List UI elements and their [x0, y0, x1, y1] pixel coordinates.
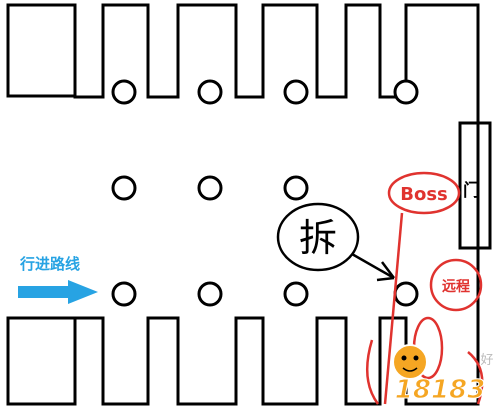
watermark-mascot-icon — [392, 344, 428, 380]
ranged-marker-circle — [429, 258, 483, 312]
left-wall-upper — [6, 90, 75, 98]
watermark-suffix: 好 — [480, 353, 493, 368]
demolish-circle — [276, 202, 360, 272]
pillar-icon — [283, 281, 309, 307]
pillar-icon — [111, 79, 137, 105]
left-wall-lower — [6, 316, 77, 406]
watermark-text: 18183 — [395, 375, 485, 405]
boss-path-line — [383, 212, 404, 405]
pillar-icon — [283, 79, 309, 105]
pillar-icon — [197, 79, 223, 105]
annotation-arrow-icon — [351, 252, 395, 282]
route-label: 行进路线 — [19, 255, 80, 273]
pillar-icon — [197, 175, 223, 201]
bottom-wall — [75, 316, 480, 406]
pillar-icon — [197, 281, 223, 307]
pillar-icon — [393, 79, 419, 105]
route-arrow-icon — [18, 280, 98, 304]
door-frame — [458, 121, 492, 250]
boss-label: Boss — [400, 184, 448, 205]
door-label: 门 — [463, 180, 480, 201]
top-wall — [6, 3, 480, 112]
pillar-icon — [111, 281, 137, 307]
pillar-icon — [283, 175, 309, 201]
boss-marker-circle — [387, 171, 461, 215]
pillars — [111, 79, 419, 307]
pillar-icon — [393, 281, 419, 307]
pillar-icon — [111, 175, 137, 201]
map-walls — [6, 3, 492, 406]
ranged-label: 远程 — [442, 279, 470, 295]
watermark: 18183 好 — [392, 344, 494, 406]
demolish-label: 拆 — [299, 216, 337, 260]
